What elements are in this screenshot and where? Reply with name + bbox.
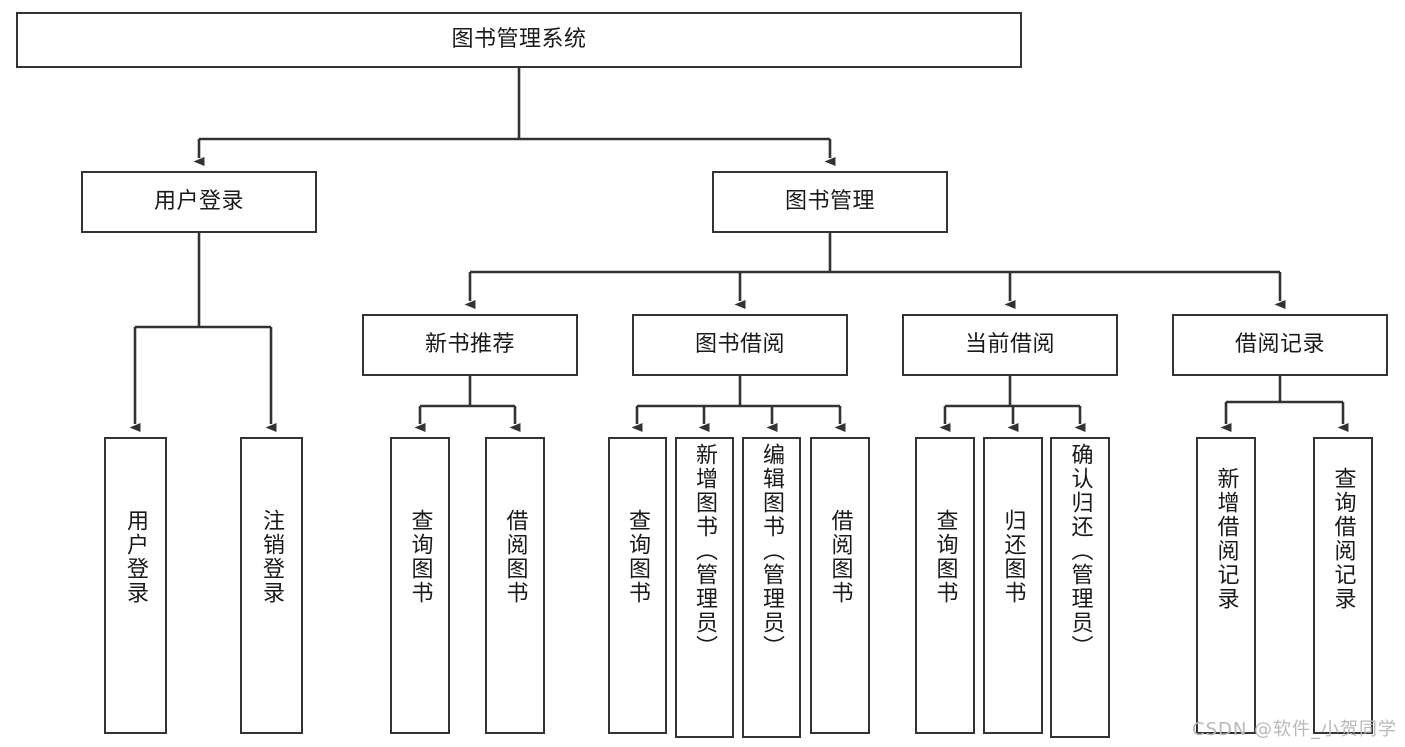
node-leaf-edit-book[interactable]: 编辑图书（管理员） (742, 437, 801, 738)
node-user-login[interactable]: 用户登录 (81, 171, 317, 233)
node-leaf-borrow-book-2[interactable]: 借阅图书 (810, 437, 870, 734)
node-current-borrow[interactable]: 当前借阅 (902, 314, 1118, 376)
node-leaf-user-login-label: 用户登录 (123, 509, 149, 605)
node-leaf-query-book-2[interactable]: 查询图书 (608, 437, 667, 734)
node-user-login-label: 用户登录 (153, 188, 244, 214)
node-leaf-return-book[interactable]: 归还图书 (983, 437, 1043, 734)
node-book-management[interactable]: 图书管理 (712, 171, 948, 233)
node-leaf-logout[interactable]: 注销登录 (240, 437, 303, 734)
node-leaf-query-record-label: 查询借阅记录 (1330, 467, 1356, 611)
node-leaf-query-record[interactable]: 查询借阅记录 (1313, 437, 1373, 734)
node-book-borrow-label: 图书借阅 (694, 331, 785, 357)
node-leaf-confirm-return-label: 确认归还（管理员） (1067, 443, 1093, 659)
node-leaf-query-book-1[interactable]: 查询图书 (390, 437, 450, 734)
node-borrow-record-label: 借阅记录 (1234, 331, 1325, 357)
node-leaf-borrow-book-1[interactable]: 借阅图书 (485, 437, 545, 734)
node-current-borrow-label: 当前借阅 (964, 331, 1055, 357)
node-root-label: 图书管理系统 (451, 26, 587, 52)
node-leaf-return-book-label: 归还图书 (1000, 509, 1026, 605)
watermark: CSDN @软件_小贺同学 (1192, 719, 1398, 740)
node-leaf-user-login[interactable]: 用户登录 (104, 437, 167, 734)
node-leaf-query-book-1-label: 查询图书 (407, 509, 433, 605)
node-leaf-confirm-return[interactable]: 确认归还（管理员） (1050, 437, 1110, 738)
node-new-book-recommend[interactable]: 新书推荐 (362, 314, 578, 376)
node-leaf-add-record[interactable]: 新增借阅记录 (1196, 437, 1256, 734)
node-leaf-query-book-2-label: 查询图书 (625, 509, 651, 605)
node-leaf-edit-book-label: 编辑图书（管理员） (759, 443, 785, 659)
node-leaf-logout-label: 注销登录 (259, 509, 285, 605)
node-leaf-borrow-book-2-label: 借阅图书 (827, 509, 853, 605)
node-book-management-label: 图书管理 (784, 188, 875, 214)
node-leaf-add-record-label: 新增借阅记录 (1213, 467, 1239, 611)
node-leaf-query-book-3-label: 查询图书 (932, 509, 958, 605)
node-borrow-record[interactable]: 借阅记录 (1172, 314, 1388, 376)
node-leaf-borrow-book-1-label: 借阅图书 (502, 509, 528, 605)
node-book-borrow[interactable]: 图书借阅 (632, 314, 848, 376)
node-leaf-add-book[interactable]: 新增图书（管理员） (675, 437, 734, 738)
node-new-book-recommend-label: 新书推荐 (424, 331, 515, 357)
node-leaf-add-book-label: 新增图书（管理员） (692, 443, 718, 659)
node-root[interactable]: 图书管理系统 (16, 12, 1022, 68)
node-leaf-query-book-3[interactable]: 查询图书 (915, 437, 975, 734)
